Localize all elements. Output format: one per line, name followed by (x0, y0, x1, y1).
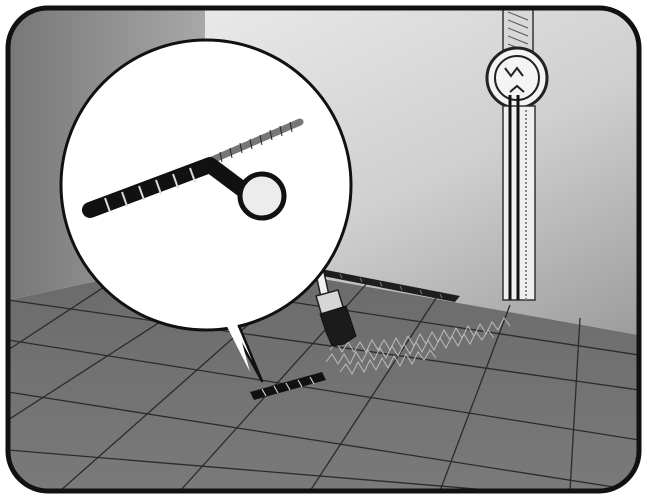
adhesive-pattern (325, 317, 511, 376)
magnified-callout (59, 38, 353, 383)
junction-box-icon (485, 8, 549, 110)
conduit-pipe (502, 95, 536, 301)
floor-channel (282, 262, 460, 302)
heating-cable-coil (208, 118, 304, 164)
frame-border (5, 5, 642, 494)
cable-connector (82, 157, 287, 221)
cable-end-icon (250, 372, 326, 400)
